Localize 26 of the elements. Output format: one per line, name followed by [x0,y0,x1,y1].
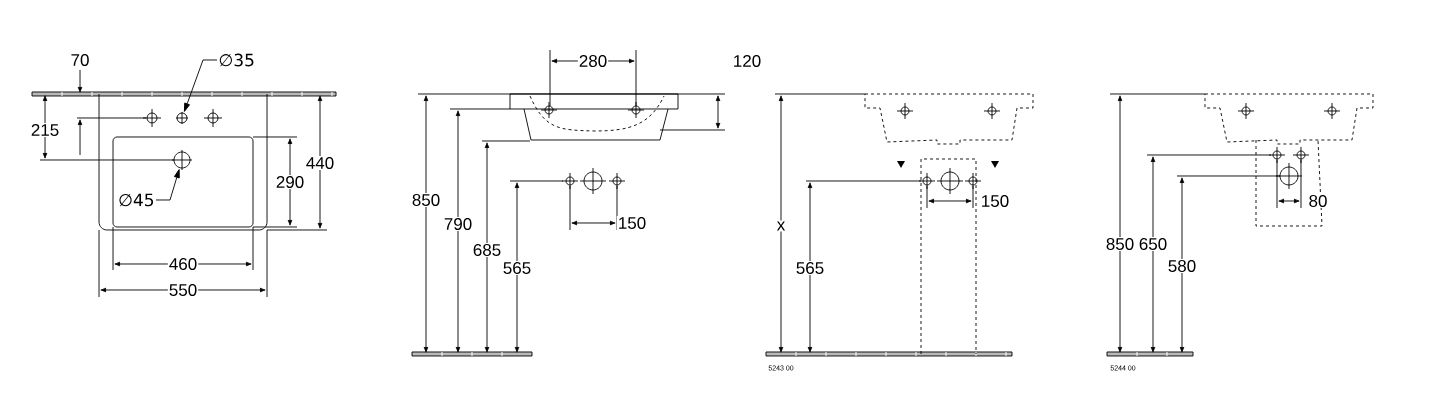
dimension-label: 70 [69,53,91,67]
dimension-label: 150 [616,215,648,230]
leader-line [183,59,218,112]
dimension-label: 565 [501,261,533,275]
dimension-label: 440 [304,156,336,170]
dimension-label: 580 [1166,259,1198,273]
dimension-label: 550 [167,283,199,297]
dimension-label: 685 [471,243,503,257]
dimension-label: 215 [29,123,61,137]
diameter-label: ∅35 [219,53,254,67]
dimension-label: 80 [1307,193,1329,208]
dimension-label: 565 [794,261,826,275]
leader-line [155,169,180,201]
dimension-label: 790 [442,217,474,231]
hole [173,151,191,169]
dimension-label: 150 [979,193,1011,208]
dimension-label: 650 [1137,236,1169,251]
dimension-label: 460 [167,256,199,271]
hole [176,112,188,124]
dimension-label: 120 [731,54,763,68]
dimension-label: 850 [410,192,442,207]
dimension-label: 290 [274,175,306,189]
dimension-label: 850 [1104,236,1136,251]
dimension-label: x [775,220,787,232]
dimension-label: 280 [577,54,609,68]
diameter-label: ∅45 [119,193,154,207]
